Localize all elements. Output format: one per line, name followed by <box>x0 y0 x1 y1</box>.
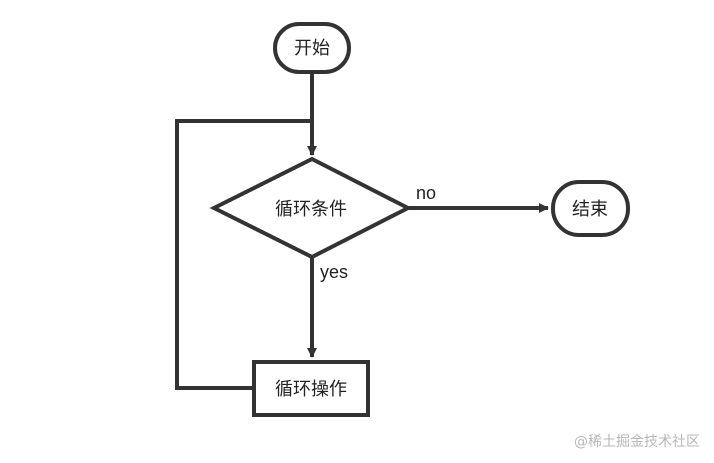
operation-node-shape <box>252 360 370 417</box>
condition-node: 循环条件 <box>209 156 413 260</box>
loop-back-line <box>175 119 312 390</box>
start-node-shape <box>273 22 351 74</box>
start-node-label: 开始 <box>294 38 330 59</box>
operation-node-label: 循环操作 <box>275 379 347 400</box>
yes-edge: yes <box>307 257 348 358</box>
condition-node-label: 循环条件 <box>275 199 347 220</box>
watermark-text: @稀土掘金技术社区 <box>574 434 700 450</box>
no-edge: no <box>408 183 549 213</box>
start-node: 开始 <box>273 22 351 74</box>
operation-node: 循环操作 <box>252 360 370 417</box>
no-edge-label: no <box>416 183 436 203</box>
end-node-label: 结束 <box>572 199 608 220</box>
loop-back-edge <box>175 119 312 390</box>
end-node: 结束 <box>551 180 630 237</box>
end-node-shape <box>551 180 630 237</box>
yes-edge-label: yes <box>320 262 348 282</box>
